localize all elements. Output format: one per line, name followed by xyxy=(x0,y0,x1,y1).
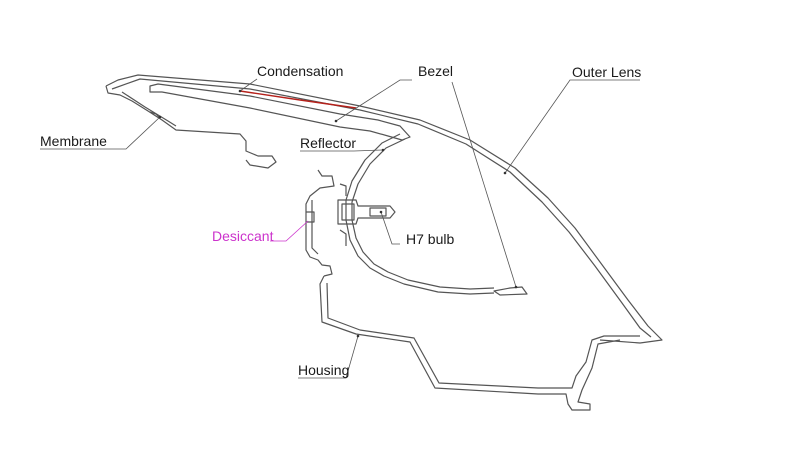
condensation-label: Condensation xyxy=(257,63,343,79)
inner-frame xyxy=(305,169,347,277)
housing xyxy=(319,275,640,411)
outer-lens-label: Outer Lens xyxy=(572,64,641,80)
bezel-leader-lower xyxy=(451,81,517,288)
h7-bulb xyxy=(337,199,396,225)
reflector-label: Reflector xyxy=(300,135,356,151)
desiccant-label: Desiccant xyxy=(212,228,274,244)
reflector xyxy=(345,133,495,295)
desiccant-leader xyxy=(270,220,309,242)
bezel xyxy=(149,83,528,296)
h7-bulb-leader xyxy=(380,211,400,245)
bezel-leader xyxy=(335,79,412,122)
leader-lines xyxy=(40,78,640,379)
condensation-leader xyxy=(239,78,258,92)
outer-lens-leader xyxy=(504,79,640,174)
h7-bulb-label: H7 bulb xyxy=(406,231,454,247)
housing-label: Housing xyxy=(298,362,349,378)
bezel-label: Bezel xyxy=(418,63,453,79)
condensation-highlight xyxy=(239,90,357,109)
outer-lens xyxy=(105,74,663,344)
membrane-leader xyxy=(40,116,161,150)
leader-dots xyxy=(158,89,518,338)
housing-leader xyxy=(298,335,359,379)
membrane-label: Membrane xyxy=(40,133,107,149)
reflector-leader xyxy=(300,149,384,152)
membrane xyxy=(105,85,277,169)
